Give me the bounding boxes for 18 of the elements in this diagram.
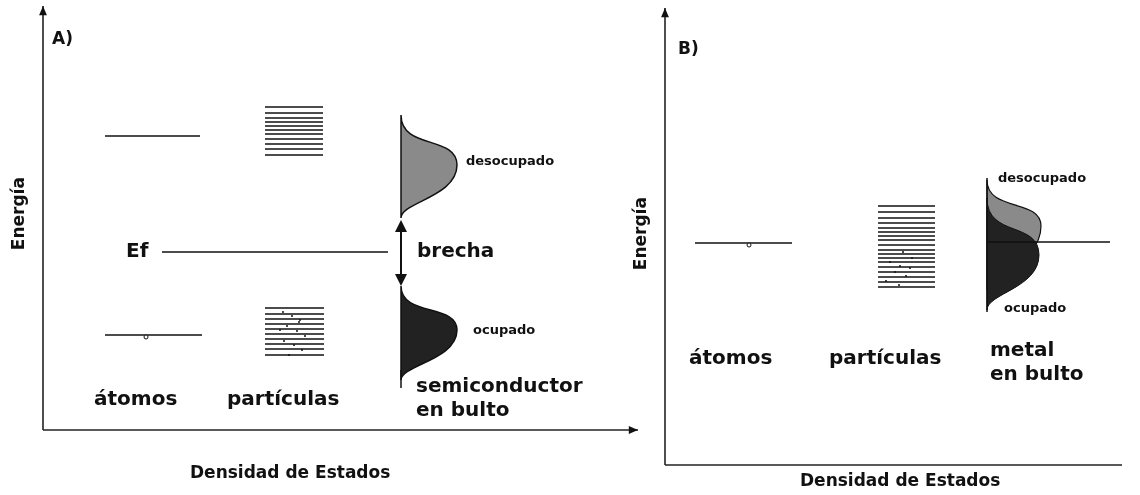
text-label: desocupado (466, 153, 555, 169)
text-label: Ef (126, 238, 149, 262)
text-label: partículas (227, 386, 340, 410)
text-label: semiconductor en bulto (416, 373, 584, 421)
text-label: metal en bulto (990, 337, 1085, 385)
text-label: Densidad de Estados (190, 462, 391, 483)
text-label: desocupado (998, 170, 1087, 186)
text-label: ocupado (1004, 300, 1067, 316)
text-label: brecha (417, 238, 495, 262)
text-label: B) (678, 38, 699, 59)
text-label: ocupado (473, 322, 536, 338)
text-label: partículas (829, 345, 942, 369)
axis-label: Energía (7, 176, 29, 251)
axis-label: Energía (629, 196, 651, 271)
text-label: átomos (94, 386, 178, 410)
text-label: A) (52, 28, 73, 49)
text-label: Densidad de Estados (800, 470, 1001, 491)
text-label: átomos (689, 345, 773, 369)
